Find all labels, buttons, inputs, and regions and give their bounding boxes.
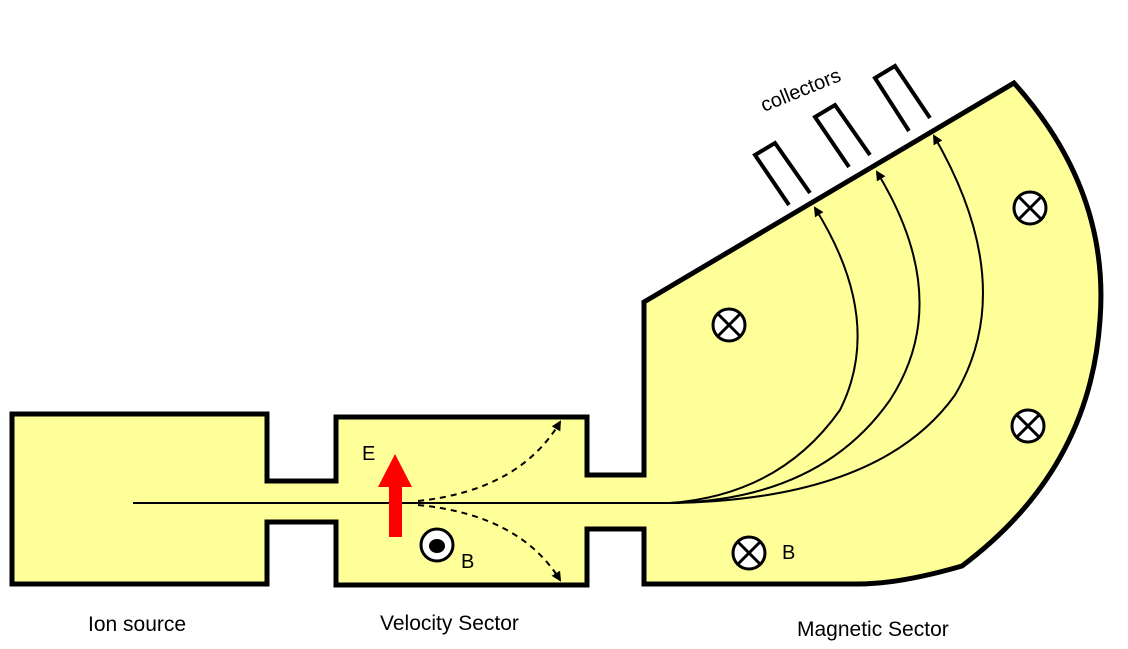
field-into-page-icon [1010, 408, 1046, 444]
ion-trajectory-outer [669, 134, 984, 504]
velocity-sector-label: Velocity Sector [380, 612, 519, 635]
deflected-path-up [417, 420, 562, 502]
deflected-path-down [417, 504, 562, 582]
field-out-of-page-icon [419, 527, 455, 563]
collector-2 [812, 102, 872, 169]
magnetic-sector-label: Magnetic Sector [797, 618, 949, 641]
ion-source-label: Ion source [88, 613, 186, 636]
spectrometer-chamber [9, 79, 1104, 588]
field-into-page-icon [731, 535, 767, 571]
electric-field-label: E [362, 443, 375, 465]
ion-trajectory-inner [669, 206, 859, 504]
magnetic-field-label-magnetic: B [782, 542, 795, 564]
magnetic-field-label-velocity: B [461, 551, 474, 573]
ion-trajectory-middle [669, 170, 921, 504]
field-into-page-icon [1012, 190, 1048, 226]
electric-field-arrow [378, 454, 412, 537]
collector-1 [752, 140, 812, 207]
field-into-page-icon [711, 307, 747, 343]
collector-3 [872, 63, 932, 133]
